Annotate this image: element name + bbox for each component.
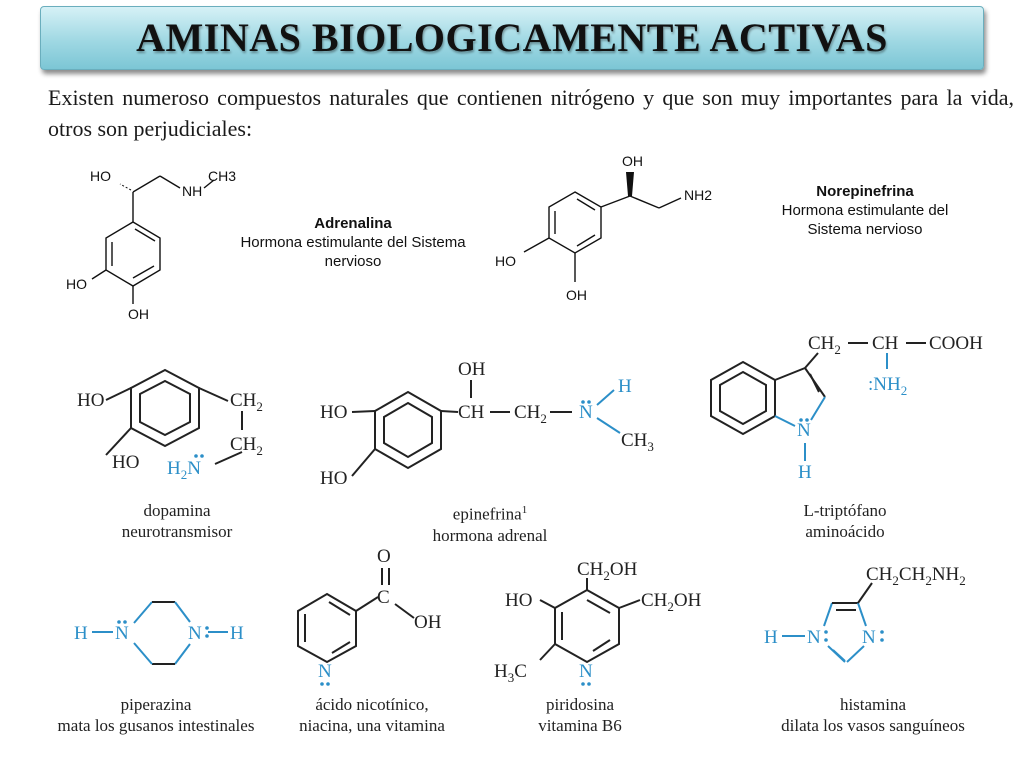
atom-nh2: NH2 [684,187,712,203]
svg-text:HO: HO [505,590,532,611]
svg-text:H: H [764,627,778,648]
epinefrina-label: epinefrina1 hormona adrenal [410,500,570,546]
compound-desc: mata los gusanos intestinales [57,716,255,735]
svg-text:N: N [318,661,332,682]
svg-text:CH2OH: CH2OH [641,590,702,614]
svg-text:H: H [798,462,812,483]
svg-text:OH: OH [414,612,442,633]
adrenalina-structure: HO NH CH3 HO OH [66,168,236,322]
atom-ho: HO [495,253,516,269]
svg-text:HO: HO [320,468,347,489]
compound-desc: hormona adrenal [432,525,548,545]
piridosina-label: piridosina vitamina B6 [510,694,650,736]
svg-text:CH2: CH2 [230,434,263,458]
compound-name: histamina [839,695,907,714]
svg-text:OH: OH [458,359,486,380]
svg-text:O: O [377,546,391,567]
atom-oh: OH [622,153,643,169]
svg-text:CH2CH2NH2: CH2CH2NH2 [866,564,966,588]
svg-text:CH3: CH3 [621,430,654,454]
adrenalina-desc: Hormona estimulante del Sistema nervioso [240,234,466,270]
compound-name: piperazina [120,695,192,714]
norepinefrina-caption: Norepinefrina Hormona estimulante del Si… [758,182,972,239]
adrenalina-caption: Adrenalina Hormona estimulante del Siste… [238,214,468,271]
atom-nh: NH [182,183,202,199]
atom-ho: HO [66,276,87,292]
compound-name: L-triptófano [803,501,887,520]
svg-text:HO: HO [112,452,139,473]
svg-text:H: H [230,623,244,644]
svg-text:COOH: COOH [929,333,983,354]
compound-desc: aminoácido [805,522,885,541]
compound-name: piridosina [546,695,614,714]
svg-text:CH2: CH2 [514,402,547,426]
piridosina-structure: CH2OH CH2OH HO H3C N [494,559,702,686]
norepinefrina-name: Norepinefrina [816,183,914,200]
compound-desc: niacina, una vitamina [299,716,445,735]
title-banner: AMINAS BIOLOGICAMENTE ACTIVAS [40,6,984,70]
compound-name: dopamina [143,501,211,520]
norepinefrina-structure: OH NH2 HO OH [495,153,712,303]
svg-text:N: N [188,623,202,644]
atom-ch3: CH3 [208,168,236,184]
atom-ho: HO [90,168,111,184]
svg-text:CH2OH: CH2OH [577,559,638,583]
compound-name: ácido nicotínico, [315,695,429,714]
nicotinico-structure: O C OH N [297,546,442,686]
histamina-label: histamina dilata los vasos sanguíneos [760,694,986,736]
triptofano-structure: CH2 CH COOH :NH2 N H [710,333,983,483]
compound-desc: dilata los vasos sanguíneos [781,716,965,735]
svg-text:CH2: CH2 [230,390,263,414]
svg-text:HO: HO [77,390,104,411]
compound-name: epinefrina1 [452,504,528,524]
svg-text:CH: CH [458,402,485,423]
svg-text:N: N [797,420,811,441]
svg-text:H3C: H3C [494,661,527,685]
svg-text:H2N: H2N [167,458,201,482]
piperazina-structure: H N N H [74,601,244,665]
compound-desc: vitamina B6 [538,716,622,735]
norepinefrina-desc: Hormona estimulante del Sistema nervioso [781,202,949,238]
epinefrina-structure: HO HO OH CH CH2 N H CH3 [320,359,654,489]
intro-text: Existen numeroso compuestos naturales qu… [48,85,1014,141]
nicotinico-label: ácido nicotínico, niacina, una vitamina [284,694,460,736]
svg-text:N: N [115,623,129,644]
adrenalina-name: Adrenalina [314,215,392,232]
svg-text::NH2: :NH2 [868,374,907,398]
svg-text:HO: HO [320,402,347,423]
atom-oh: OH [128,306,149,322]
page-title: AMINAS BIOLOGICAMENTE ACTIVAS [136,15,888,60]
dopamina-structure: HO HO CH2 CH2 H2N [77,368,263,482]
svg-text:C: C [377,587,390,608]
histamina-structure: CH2CH2NH2 H N N [764,564,966,663]
dopamina-label: dopamina neurotransmisor [92,500,262,542]
svg-text:H: H [618,376,632,397]
compound-desc: neurotransmisor [121,522,233,541]
triptofano-label: L-triptófano aminoácido [785,500,905,542]
svg-text:N: N [807,627,821,648]
svg-text:N: N [862,627,876,648]
piperazina-label: piperazina mata los gusanos intestinales [40,694,272,736]
svg-text:CH: CH [872,333,899,354]
svg-text:N: N [579,402,593,423]
svg-text:H: H [74,623,88,644]
svg-text:CH2: CH2 [808,333,841,357]
svg-text:N: N [579,661,593,682]
atom-oh: OH [566,287,587,303]
